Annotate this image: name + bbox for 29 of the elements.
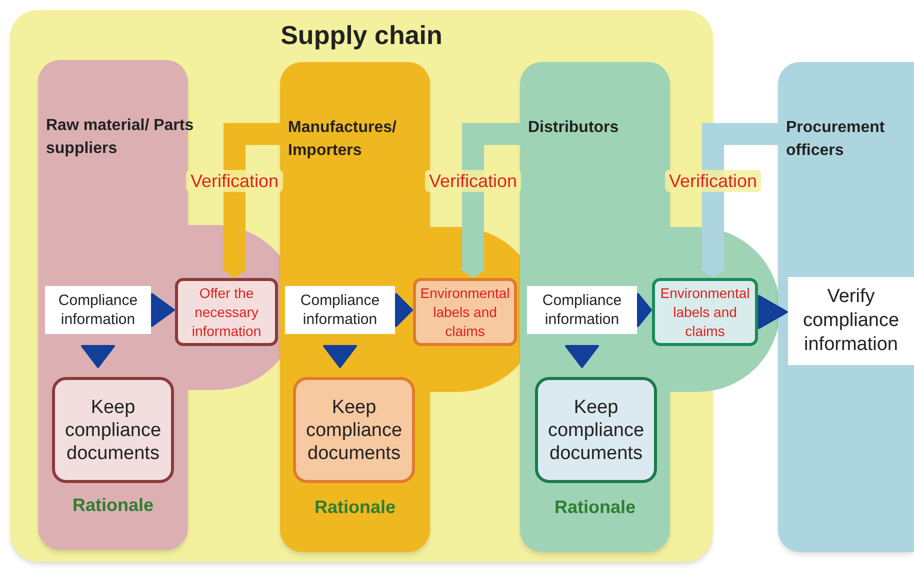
chevron-arrow: [151, 293, 175, 327]
output-box: Environmental labels and claims: [652, 278, 758, 346]
info-box: Compliance information: [527, 286, 637, 334]
output-box: Offer the necessary information: [175, 278, 278, 346]
verify-box: Verify compliance information: [788, 277, 914, 365]
edge-label: Verification: [664, 170, 762, 192]
column-heading: Procurement officers: [786, 118, 886, 161]
records-box: Keep compliance documents: [52, 377, 174, 483]
chevron-arrow: [81, 345, 115, 368]
chevron-arrow: [758, 295, 788, 329]
edge-label: Verification: [186, 170, 283, 192]
rationale-label: Rationale: [314, 496, 396, 519]
stakeholder-column: [778, 62, 914, 552]
chevron-arrow: [637, 293, 652, 327]
records-box: Keep compliance documents: [293, 377, 415, 483]
output-box: Environmental labels and claims: [413, 278, 517, 346]
info-box: Compliance information: [45, 286, 151, 334]
chevron-arrow: [395, 293, 413, 327]
column-heading: Distributors: [528, 118, 620, 138]
chevron-arrow: [323, 345, 357, 368]
records-box: Keep compliance documents: [535, 377, 657, 483]
rationale-label: Rationale: [554, 496, 636, 519]
column-heading: Manufactures/ Importers: [288, 118, 398, 161]
rationale-label: Rationale: [72, 494, 154, 517]
edge-label: Verification: [424, 170, 522, 192]
chevron-arrow: [565, 345, 599, 368]
panel-title: Supply chain: [280, 19, 442, 52]
info-box: Compliance information: [285, 286, 395, 334]
column-heading: Raw material/ Parts suppliers: [46, 116, 195, 159]
